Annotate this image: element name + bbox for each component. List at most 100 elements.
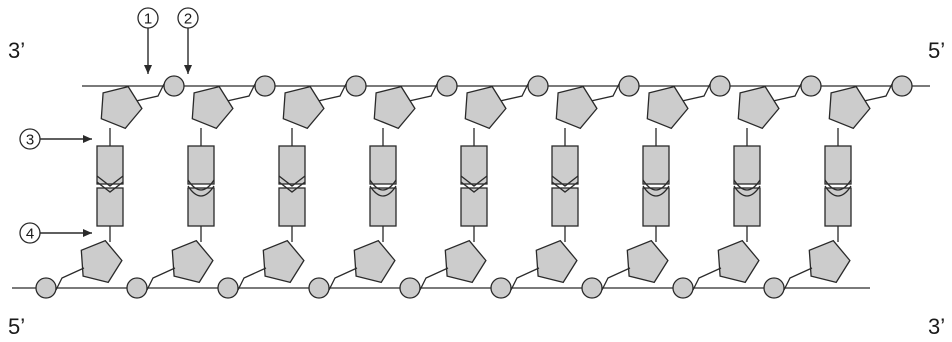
callout-4: 4 [19,222,41,244]
sugar-phosphate-bond [317,83,347,102]
sugar-phosphate-bond [863,83,893,102]
base-pair-unit [399,75,549,299]
phosphate-circle [800,75,822,97]
base-top [551,145,579,185]
deoxyribose-pentagon [646,85,689,130]
callout-2-number: 2 [184,11,192,28]
base-bottom [369,187,397,227]
phosphate-circle [527,75,549,97]
callout-4-number: 4 [26,226,34,243]
phosphate-circle [891,75,913,97]
deoxyribose-pentagon [80,239,123,284]
base-top [187,145,215,185]
base-bottom [460,187,488,227]
base-top [96,145,124,185]
callout-2-arrow [184,28,192,74]
base-bottom [187,187,215,227]
callout-1-arrow [144,28,152,74]
cup-joint [369,179,397,191]
sugar-phosphate-bond [783,267,813,291]
callout-arrows [40,28,192,237]
cup-joint [187,185,215,197]
cup-joint [369,185,397,197]
sugar-phosphate-bond [135,83,165,102]
deoxyribose-pentagon [717,239,760,284]
arrow-head [184,65,192,74]
cup-joint [824,185,852,197]
base-top [824,145,852,185]
base-pair-unit [672,75,822,299]
cup-joint [733,179,761,191]
base-bottom [278,187,306,227]
arrow-head [144,65,152,74]
phosphate-circle [35,277,57,299]
phosphate-circle [345,75,367,97]
base-bottom [551,187,579,227]
phosphate-circle [709,75,731,97]
phosphate-circle [490,277,512,299]
phosphate-circle [672,277,694,299]
sugar-phosphate-bond [408,83,438,102]
deoxyribose-pentagon [626,239,669,284]
cup-joint [642,185,670,197]
phosphate-circle [126,277,148,299]
chevron-joint [278,175,306,187]
base-pair-unit [308,75,458,299]
sugar-phosphate-bond [590,83,620,102]
deoxyribose-pentagon [100,85,143,130]
phosphate-circle [618,75,640,97]
base-pair-unit [581,75,731,299]
sugar-phosphate-bond [237,267,267,291]
deoxyribose-pentagon [535,239,578,284]
sugar-phosphate-bond [146,267,176,291]
callout-3-number: 3 [26,132,34,149]
phosphate-circle [399,277,421,299]
deoxyribose-pentagon [373,85,416,130]
sugar-phosphate-bond [226,83,256,102]
cup-joint [733,185,761,197]
deoxyribose-pentagon [737,85,780,130]
cup-joint [642,179,670,191]
base-top [642,145,670,185]
sugar-phosphate-bond [328,267,358,291]
base-pair-unit [35,75,185,299]
base-top [733,145,761,185]
deoxyribose-pentagon [464,85,507,130]
chevron-joint [460,175,488,187]
deoxyribose-pentagon [555,85,598,130]
deoxyribose-pentagon [353,239,396,284]
base-pair-unit [490,75,640,299]
callout-1-number: 1 [144,11,152,28]
callout-2: 2 [177,7,199,29]
deoxyribose-pentagon [171,239,214,284]
sugar-phosphate-bond [499,83,529,102]
base-bottom [733,187,761,227]
chevron-joint [96,181,124,193]
sugar-phosphate-bond [601,267,631,291]
sugar-phosphate-bond [692,267,722,291]
sugar-phosphate-bond [772,83,802,102]
bottom-right-end-label: 3’ [928,314,945,339]
sugar-phosphate-bond [681,83,711,102]
base-bottom [642,187,670,227]
callout-3-arrow [40,135,92,143]
phosphate-circle [254,75,276,97]
deoxyribose-pentagon [828,85,871,130]
base-pair-unit [126,75,276,299]
sugar-phosphate-bond [510,267,540,291]
phosphate-circle [581,277,603,299]
phosphate-circle [217,277,239,299]
chevron-joint [460,181,488,193]
callout-3: 3 [19,128,41,150]
chevron-joint [96,175,124,187]
bottom-left-end-label: 5’ [8,314,25,339]
chevron-joint [551,181,579,193]
arrow-head [83,229,92,237]
deoxyribose-pentagon [191,85,234,130]
top-right-end-label: 5’ [928,38,945,63]
cup-joint [187,179,215,191]
nucleotide-units [35,75,913,299]
phosphate-circle [436,75,458,97]
base-pair-unit [217,75,367,299]
